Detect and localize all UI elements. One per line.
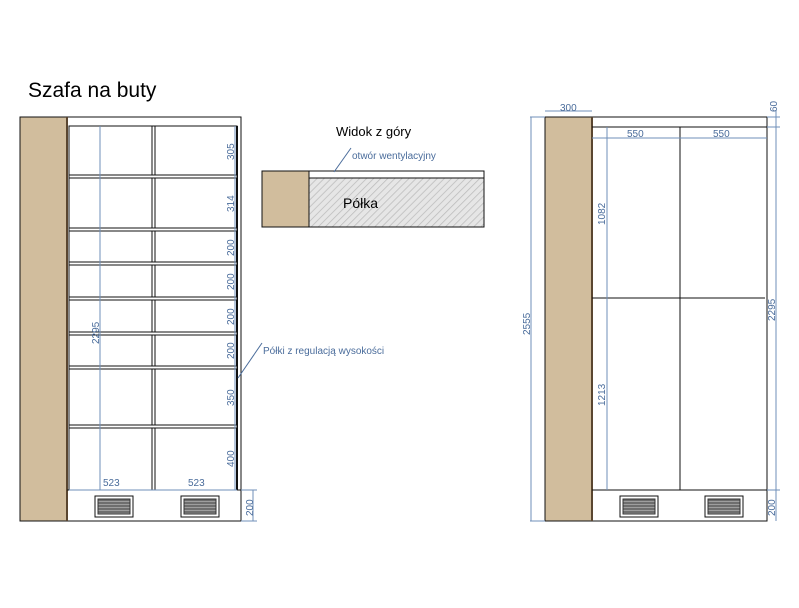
dim-total-height: 2295: [91, 321, 102, 344]
dim-upper-door: 1082: [597, 202, 608, 225]
front-view: 305 314 200 200 200 200 350 400 2295 523…: [19, 116, 257, 522]
side-panel: [544, 116, 593, 522]
shelf: [68, 365, 238, 370]
shelf: [68, 227, 238, 232]
shelves: [68, 174, 238, 429]
dim-width-right: 523: [188, 478, 205, 489]
top-view-title: Widok z góry: [336, 124, 412, 139]
door-view: 300 60 550 550 1082 1213 2295 2555 200: [522, 100, 780, 522]
shelf-section: [308, 177, 485, 228]
vent-label: otwór wentylacyjny: [352, 151, 436, 162]
dim-plinth: 200: [245, 499, 256, 516]
shelf: [68, 331, 238, 336]
dim-door-right: 550: [713, 129, 730, 140]
shelf: [68, 296, 238, 301]
drawing-title: Szafa na buty: [28, 79, 157, 102]
side-panel: [19, 116, 68, 522]
dim-plinth: 200: [767, 499, 778, 516]
dim-panel-width: 300: [560, 103, 577, 114]
dim-body-height: 2295: [767, 298, 778, 321]
dim-shelf-5: 200: [226, 308, 237, 325]
dim-shelf-6: 200: [226, 342, 237, 359]
dim-door-left: 550: [627, 129, 644, 140]
shelf-label: Półka: [343, 195, 378, 211]
dim-width-left: 523: [103, 478, 120, 489]
dim-total-height: 2555: [522, 312, 533, 335]
shelf: [68, 174, 238, 179]
dim-top-height: 60: [769, 100, 780, 112]
adjustable-shelves-note: Półki z regulacją wysokości: [263, 346, 384, 357]
dim-shelf-3: 200: [226, 239, 237, 256]
dim-lower-door: 1213: [597, 383, 608, 406]
dim-shelf-8: 400: [226, 450, 237, 467]
shelf: [68, 261, 238, 266]
top-view: Widok z góry otwór wentylacyjny Półka: [261, 124, 485, 228]
dim-shelf-1: 305: [226, 143, 237, 160]
shelf: [68, 424, 238, 429]
dim-shelf-4: 200: [226, 273, 237, 290]
dim-shelf-2: 314: [226, 195, 237, 212]
middle-divider: [151, 125, 156, 491]
dim-shelf-7: 350: [226, 389, 237, 406]
